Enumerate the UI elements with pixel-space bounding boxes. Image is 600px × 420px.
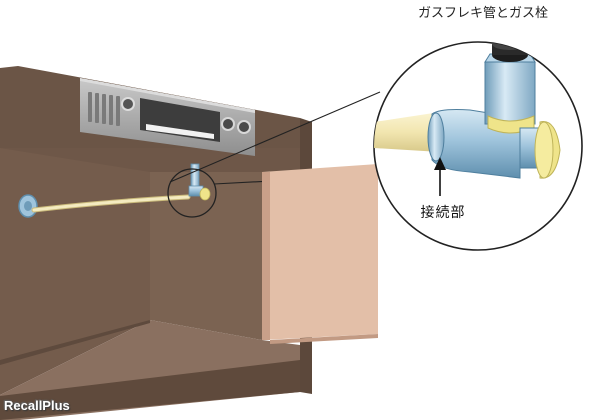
- stove-icon: [80, 78, 255, 156]
- arrow-up-icon: [434, 157, 446, 196]
- gas-valve-icon: [188, 163, 211, 201]
- watermark: RecallPlus: [4, 398, 70, 413]
- valve-stem: [484, 61, 536, 125]
- cabinet-right-wall: [150, 172, 262, 340]
- magnifier-circle: [167, 168, 217, 218]
- cabinet-door: [262, 164, 378, 344]
- zoom-view: [373, 41, 583, 251]
- flexible-pipe-end: [374, 112, 440, 152]
- cabinet-front-edge: [0, 360, 300, 420]
- zoom-connector-line: [169, 91, 381, 183]
- connection-part-label: 接続部: [420, 205, 466, 221]
- diagram-title: ガスフレキ管とガス栓: [417, 6, 548, 21]
